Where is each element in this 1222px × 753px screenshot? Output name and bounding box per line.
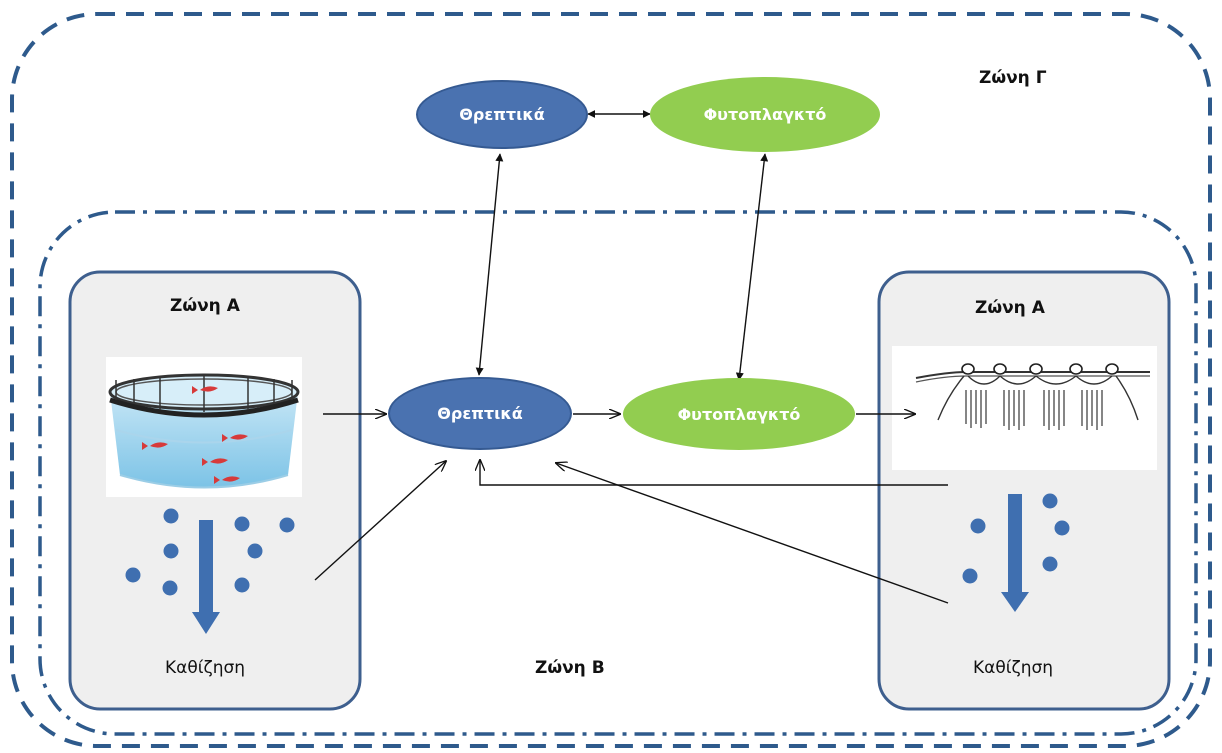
particles-left	[125, 508, 295, 596]
node-nutrients-top: Θρεπτικά	[416, 80, 588, 149]
node-phytoplankton-top: Φυτοπλαγκτό	[650, 77, 880, 152]
zone-beta-boundary	[38, 210, 1198, 736]
down-arrow-icon	[192, 520, 220, 634]
mussel-longline-icon	[892, 346, 1157, 470]
down-arrow-icon	[1001, 494, 1029, 612]
settling-right-label: Καθίζηση	[973, 658, 1054, 678]
zone-beta-label: Ζώνη Β	[535, 658, 605, 678]
arrow-right-to-nutrients	[480, 460, 948, 486]
node-phytoplankton-mid: Φυτοπλαγκτό	[623, 378, 855, 450]
node-nutrients-mid: Θρεπτικά	[388, 377, 572, 450]
zone-gamma-label: Ζώνη Γ	[979, 68, 1047, 88]
particles-right	[962, 493, 1070, 584]
settling-left-label: Καθίζηση	[165, 658, 246, 678]
zone-a-right-box	[877, 270, 1171, 711]
arrow-phyto-vertical	[735, 153, 769, 381]
zone-a-right-label: Ζώνη Α	[975, 298, 1045, 318]
arrow-nutrients-vertical	[475, 153, 504, 376]
zone-a-left-label: Ζώνη Α	[170, 296, 240, 316]
arrow-left-settle-to-nutrients	[314, 461, 446, 581]
arrow-right-settle-to-nutrients	[556, 463, 949, 604]
fish-cage-icon	[106, 357, 302, 497]
